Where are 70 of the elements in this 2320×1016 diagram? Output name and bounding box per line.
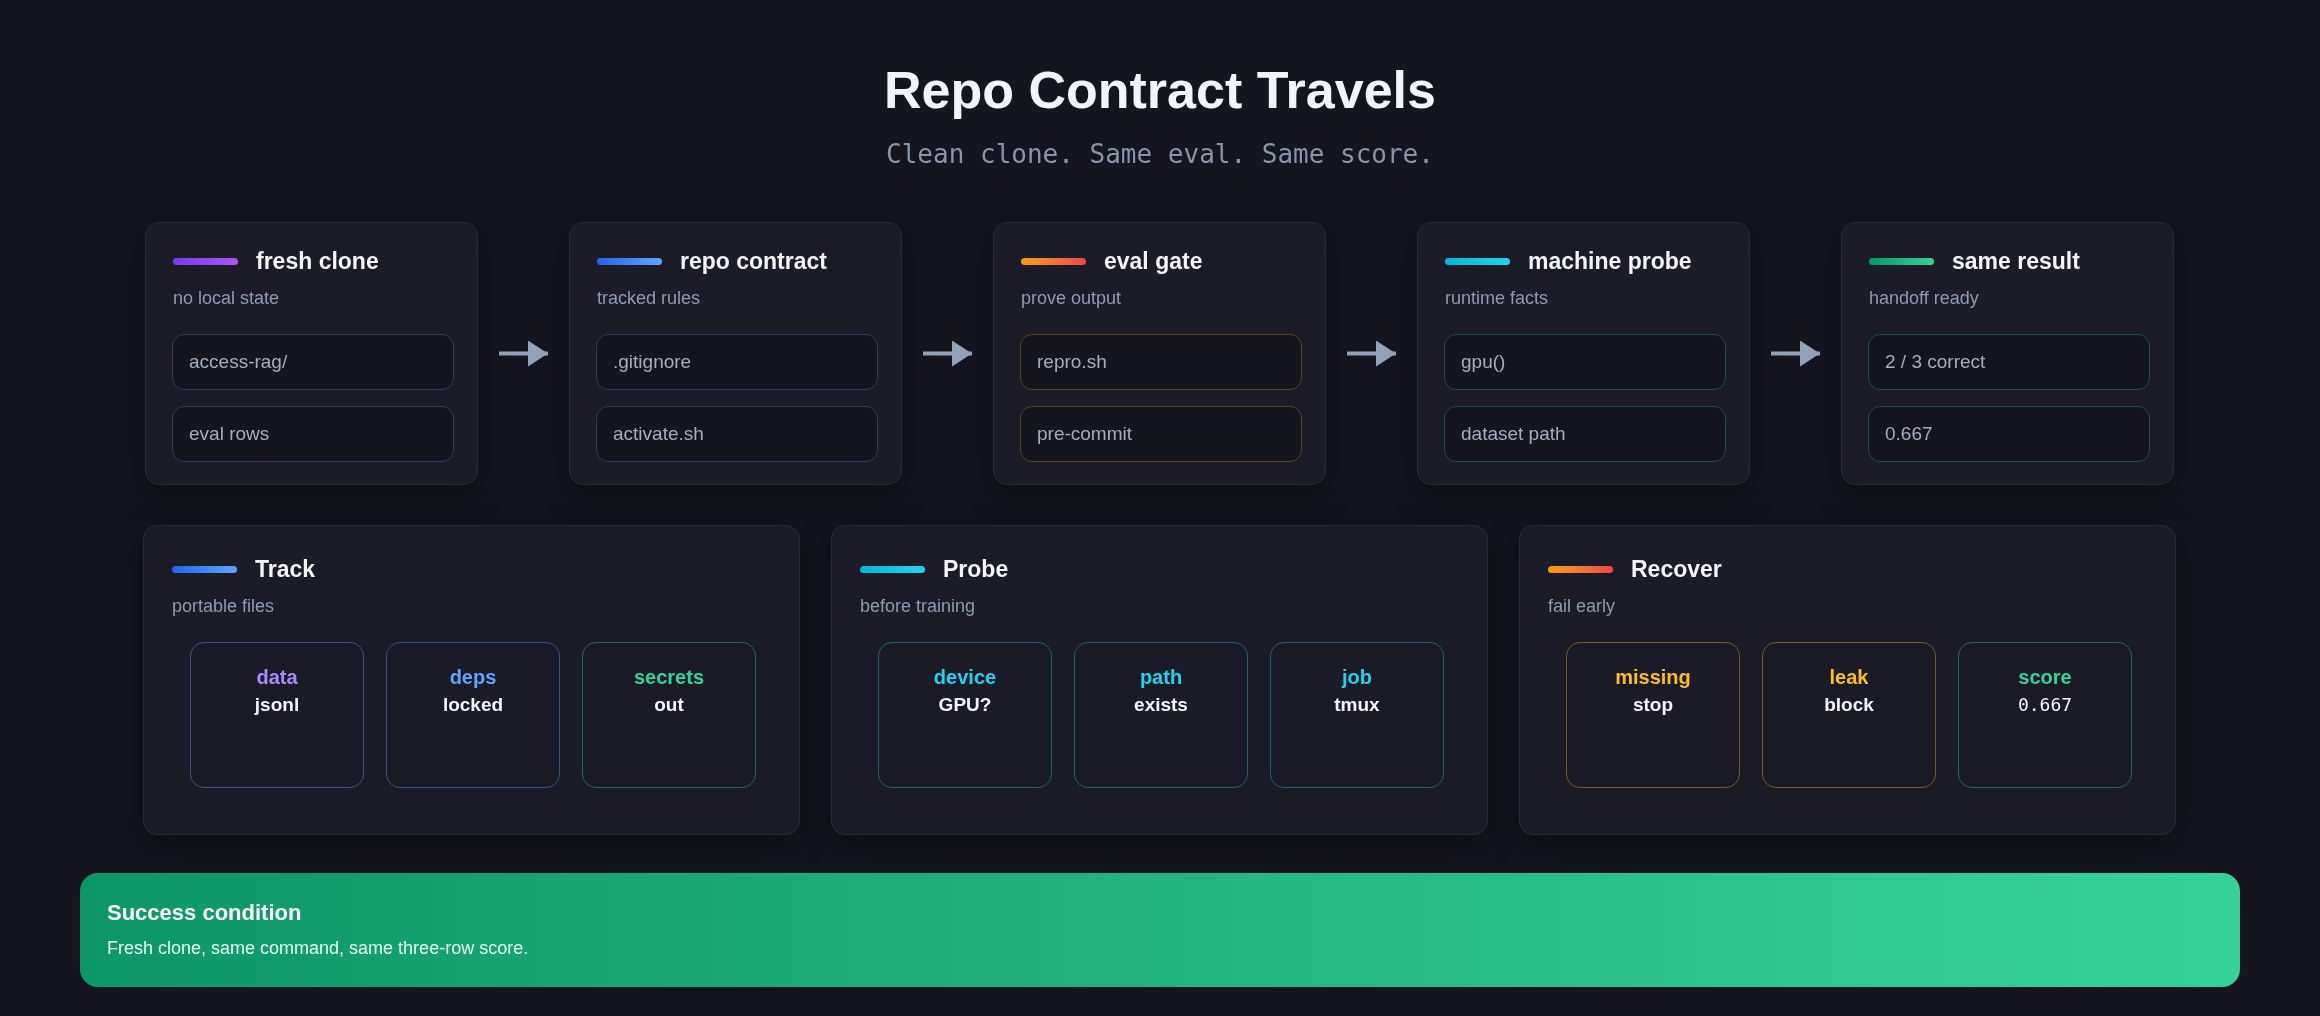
- arrow: [1771, 340, 1820, 367]
- tile-value: out: [654, 693, 684, 717]
- panel-title: Probe: [943, 557, 1009, 581]
- panel-title: Track: [255, 557, 316, 581]
- card-subtitle: runtime facts: [1445, 288, 1549, 308]
- tile-value: 0.667: [2017, 693, 2073, 717]
- card-title: same result: [1952, 249, 2080, 273]
- group-panel: [143, 525, 800, 835]
- arrow: [1347, 340, 1396, 367]
- tile-value: stop: [1632, 693, 1674, 717]
- tile-label: job: [1342, 665, 1372, 690]
- check-tile: [878, 642, 1052, 788]
- page-title: Repo Contract Travels: [884, 60, 1436, 121]
- item-chip: access-rag/: [172, 334, 454, 390]
- item-chip: repro.sh: [1020, 334, 1302, 390]
- item-chip: pre-commit: [1020, 406, 1302, 462]
- tile-label: score: [2018, 665, 2072, 690]
- tile-label: device: [933, 665, 997, 690]
- card-title: eval gate: [1104, 249, 1203, 273]
- step-card: [145, 222, 478, 485]
- step-card: [993, 222, 1326, 485]
- check-tile: [582, 642, 756, 788]
- tile-value: locked: [442, 693, 504, 717]
- card-subtitle: tracked rules: [597, 288, 701, 308]
- panel-title: Recover: [1631, 557, 1722, 581]
- step-card: [1841, 222, 2174, 485]
- card-subtitle: prove output: [1021, 288, 1122, 308]
- item-chip: activate.sh: [596, 406, 878, 462]
- tile-label: secrets: [633, 665, 705, 690]
- page-subtitle: Clean clone. Same eval. Same score.: [886, 138, 1434, 170]
- tile-value: tmux: [1334, 693, 1380, 717]
- banner-title: Success condition: [107, 899, 303, 927]
- item-chip: 2 / 3 correct: [1868, 334, 2150, 390]
- item-chip: .gitignore: [596, 334, 878, 390]
- item-chip: 0.667: [1868, 406, 2150, 462]
- panel-subtitle: before training: [860, 596, 976, 616]
- group-panel: [831, 525, 1488, 835]
- item-chip: gpu(): [1444, 334, 1726, 390]
- check-tile: [1958, 642, 2132, 788]
- arrow: [499, 340, 548, 367]
- item-chip: eval rows: [172, 406, 454, 462]
- tile-label: data: [256, 665, 298, 690]
- success-banner: [80, 873, 2240, 987]
- tile-label: deps: [449, 665, 497, 690]
- banner-text: Fresh clone, same command, same three-row score.: [107, 937, 530, 960]
- tile-value: jsonl: [254, 693, 300, 717]
- panel-subtitle: portable files: [172, 596, 275, 616]
- panel-subtitle: fail early: [1548, 596, 1616, 616]
- tile-label: leak: [1829, 665, 1869, 690]
- check-tile: [386, 642, 560, 788]
- tile-value: exists: [1134, 693, 1188, 717]
- tile-label: missing: [1615, 665, 1691, 690]
- check-tile: [1270, 642, 1444, 788]
- arrow: [923, 340, 972, 367]
- step-card: [1417, 222, 1750, 485]
- card-subtitle: no local state: [173, 288, 280, 308]
- tile-value: block: [1824, 693, 1874, 717]
- step-card: [569, 222, 902, 485]
- item-chip: dataset path: [1444, 406, 1726, 462]
- check-tile: [1074, 642, 1248, 788]
- card-title: repo contract: [680, 249, 827, 273]
- check-tile: [1566, 642, 1740, 788]
- card-subtitle: handoff ready: [1869, 288, 1979, 308]
- card-title: machine probe: [1528, 249, 1692, 273]
- card-title: fresh clone: [256, 249, 379, 273]
- group-panel: [1519, 525, 2176, 835]
- tile-value: GPU?: [938, 693, 992, 717]
- check-tile: [190, 642, 364, 788]
- tile-label: path: [1139, 665, 1183, 690]
- check-tile: [1762, 642, 1936, 788]
